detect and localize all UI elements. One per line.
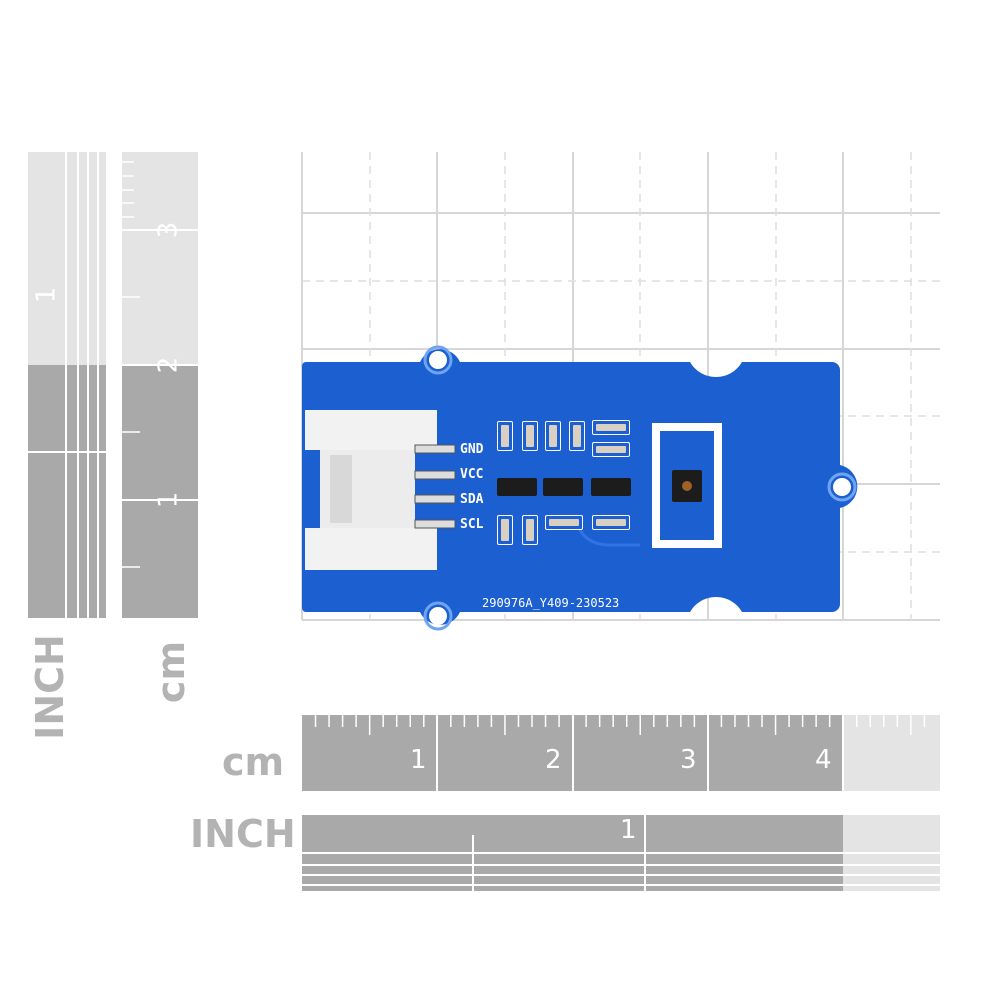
resistor (592, 515, 630, 530)
vertical-cm-ruler (122, 152, 198, 365)
resistor (569, 421, 585, 451)
resistor (497, 421, 513, 451)
resistor (522, 421, 538, 451)
transistor (591, 478, 631, 496)
horizontal-cm-ticks (314, 715, 926, 791)
transistor (543, 478, 583, 496)
pin-label-vcc: VCC (460, 467, 484, 482)
horizontal-cm-number-2: 2 (545, 745, 562, 775)
pin-label-scl: SCL (460, 517, 484, 532)
pin-label-gnd: GND (460, 442, 484, 457)
resistor (522, 515, 538, 545)
capacitor (592, 420, 630, 435)
vertical-cm-ticks (122, 161, 198, 568)
resistor (497, 515, 513, 545)
horizontal-cm-number-1: 1 (410, 745, 427, 775)
horizontal-cm-number-3: 3 (680, 745, 697, 775)
horizontal-cm-ruler-end (843, 715, 940, 791)
horizontal-inch-label: INCH (190, 812, 296, 856)
capacitor (592, 442, 630, 457)
horizontal-inch-ticks (302, 815, 940, 891)
board-silkscreen-id: 290976A_Y409-230523 (482, 596, 620, 610)
horizontal-cm-number-4: 4 (815, 745, 832, 775)
resistor (545, 515, 583, 530)
horizontal-cm-label: cm (222, 740, 285, 784)
pin-label-sda: SDA (460, 492, 484, 507)
vertical-cm-ruler-lower (122, 365, 198, 618)
transistor (497, 478, 537, 496)
horizontal-inch-number-1: 1 (620, 815, 637, 845)
vertical-inch-ticks (28, 152, 106, 618)
resistor (545, 421, 561, 451)
